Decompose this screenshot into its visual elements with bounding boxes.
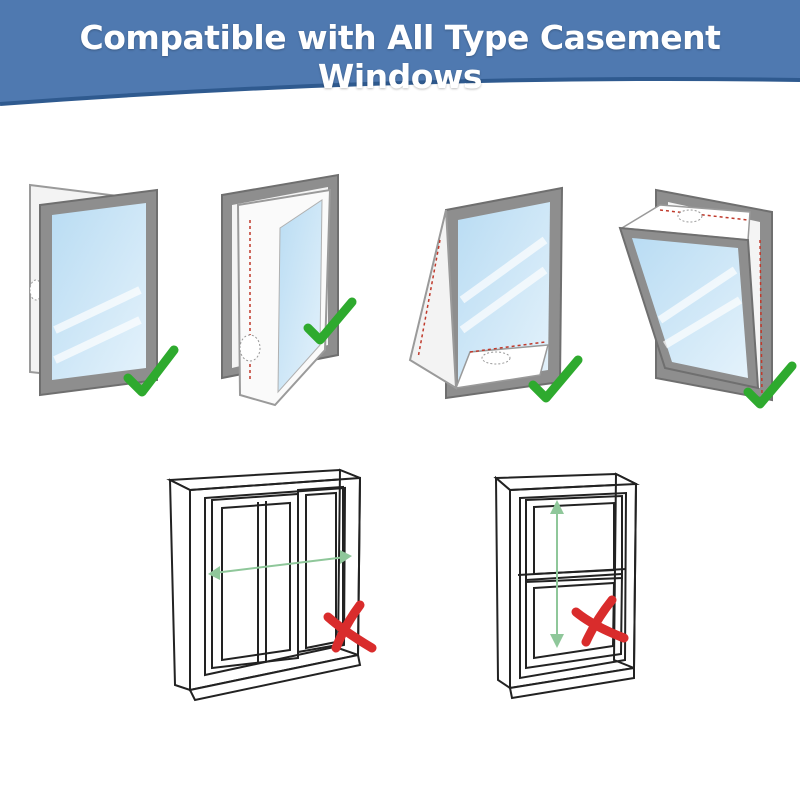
vertical-arrow-icon: [550, 500, 564, 648]
header-banner: Compatible with All Type Casement Window…: [0, 0, 800, 110]
checkmark-icon: [743, 361, 797, 409]
cross-icon: [323, 600, 377, 653]
window-hopper: [618, 188, 773, 402]
banner-background: [0, 0, 800, 106]
window-casement-open: [221, 173, 339, 407]
checkmark-icon: [123, 345, 179, 397]
window-sliding-vertical: [493, 472, 640, 700]
window-casement-left: [29, 183, 158, 397]
page-title: Compatible with All Type Casement Window…: [79, 18, 721, 96]
checkmark-icon: [303, 297, 357, 345]
cross-icon: [571, 595, 629, 647]
horizontal-arrow-icon: [208, 550, 352, 580]
checkmark-icon: [528, 355, 583, 403]
window-awning: [408, 186, 564, 400]
window-sliding-horizontal: [166, 468, 362, 702]
